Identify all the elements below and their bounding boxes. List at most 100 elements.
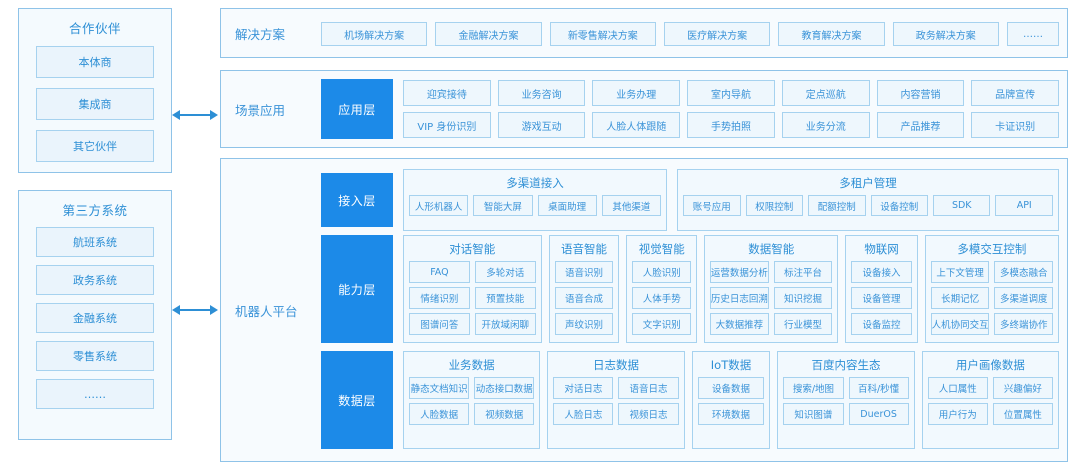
scenario-app-r1-4[interactable]: 定点巡航 [781,80,870,106]
solution-chip-1[interactable]: 金融解决方案 [435,22,542,46]
group-title: 日志数据 [592,358,639,372]
capability-chip-历史日志回溯[interactable]: 历史日志回溯 [710,287,769,309]
capability-chip-兴趣偏好[interactable]: 兴趣偏好 [992,377,1053,399]
group-title: 多租户管理 [839,176,897,190]
scenario-app-r1-1[interactable]: 业务咨询 [497,80,586,106]
capability-chip-配额控制[interactable]: 配额控制 [808,195,866,216]
capability-chip-多轮对话[interactable]: 多轮对话 [474,261,536,283]
scenario-app-r1-5[interactable]: 内容营销 [876,80,965,106]
capability-chip-设备数据[interactable]: 设备数据 [697,377,765,399]
scenario-app-r2-1[interactable]: 游戏互动 [497,112,586,138]
capability-chip-上下文管理[interactable]: 上下文管理 [930,261,990,283]
capability-chip-设备接入[interactable]: 设备接入 [851,261,912,283]
capability-chip-视频日志[interactable]: 视频日志 [618,403,679,425]
capability-chip-SDK[interactable]: SDK [933,195,991,216]
third-party-panel: 第三方系统 航班系统政务系统金融系统零售系统…… [18,190,172,440]
capability-chip-多渠道调度[interactable]: 多渠道调度 [994,287,1053,309]
capability-chip-长期记忆[interactable]: 长期记忆 [930,287,990,309]
capability-chip-多终端协作[interactable]: 多终端协作 [994,313,1053,335]
scenario-app-r1-2[interactable]: 业务办理 [592,80,681,106]
capability-chip-智能大屏[interactable]: 智能大屏 [473,195,533,216]
scenario-app-r2-5[interactable]: 产品推荐 [876,112,965,138]
third-party-item-3[interactable]: 零售系统 [36,341,154,371]
capability-chip-人形机器人[interactable]: 人形机器人 [409,195,469,216]
scenario-app-r1-3[interactable]: 室内导航 [687,80,775,106]
capability-chip-动态接口数据[interactable]: 动态接口数据 [474,377,535,399]
capability-chip-搜索/地图[interactable]: 搜索/地图 [783,377,844,399]
layer-tab-access[interactable]: 接入层 [321,173,393,227]
solution-chip-4[interactable]: 教育解决方案 [778,22,885,46]
capability-chip-设备监控[interactable]: 设备监控 [851,313,912,335]
layer-tab-capability[interactable]: 能力层 [321,235,393,343]
capability-chip-行业模型[interactable]: 行业模型 [773,313,833,335]
capability-chip-桌面助理[interactable]: 桌面助理 [537,195,597,216]
scenario-app-r2-6[interactable]: 卡证识别 [971,112,1060,138]
partners-item-list: 本体商集成商其它伙伴 [19,46,171,162]
capability-chip-图谱问答[interactable]: 图谱问答 [409,313,470,335]
group-chip-grid: 人口属性兴趣偏好用户行为位置属性 [923,377,1058,430]
solution-chip-3[interactable]: 医疗解决方案 [663,22,771,46]
capability-chip-人机协同交互[interactable]: 人机协同交互 [930,313,990,335]
group-chip-grid: 静态文档知识动态接口数据人脸数据视频数据 [404,377,539,430]
capability-chip-语音日志[interactable]: 语音日志 [618,377,679,399]
capability-chip-人脸识别[interactable]: 人脸识别 [632,261,692,283]
scenario-app-r1-0[interactable]: 迎宾接待 [403,80,491,106]
third-party-item-4[interactable]: …… [36,379,154,409]
capability-chip-标注平台[interactable]: 标注平台 [773,261,833,283]
solution-chip-5[interactable]: 政务解决方案 [892,22,999,46]
capability-chip-DuerOS[interactable]: DuerOS [848,403,909,425]
group-多渠道接入: 多渠道接入人形机器人智能大屏桌面助理其他渠道 [403,169,668,231]
layer-tab-application[interactable]: 应用层 [321,79,393,139]
capability-chip-多模态融合[interactable]: 多模态融合 [994,261,1053,283]
scenario-app-r2-2[interactable]: 人脸人体跟随 [592,112,681,138]
capability-chip-位置属性[interactable]: 位置属性 [992,403,1053,425]
capability-chip-语音识别[interactable]: 语音识别 [554,261,614,283]
capability-chip-人体手势[interactable]: 人体手势 [632,287,692,309]
scenario-app-r2-0[interactable]: VIP 身份识别 [403,112,491,138]
capability-chip-静态文档知识[interactable]: 静态文档知识 [409,377,470,399]
capability-chip-知识挖掘[interactable]: 知识挖掘 [773,287,833,309]
group-title: 数据智能 [748,242,795,256]
capability-chip-人口属性[interactable]: 人口属性 [927,377,988,399]
capability-chip-API[interactable]: API [995,195,1053,216]
scenario-app-r2-3[interactable]: 手势拍照 [687,112,775,138]
capability-chip-百科/秒懂[interactable]: 百科/秒懂 [848,377,909,399]
capability-chip-运营数据分析[interactable]: 运营数据分析 [710,261,769,283]
connector-line [179,114,211,116]
capability-chip-预置技能[interactable]: 预置技能 [474,287,536,309]
capability-chip-对话日志[interactable]: 对话日志 [553,377,614,399]
group-IoT数据: IoT数据设备数据环境数据 [691,351,771,449]
capability-chip-知识图谱[interactable]: 知识图谱 [783,403,844,425]
partner-item-0[interactable]: 本体商 [36,46,154,78]
layer-tab-data[interactable]: 数据层 [321,351,393,449]
capability-chip-用户行为[interactable]: 用户行为 [927,403,988,425]
capability-chip-账号应用[interactable]: 账号应用 [683,195,741,216]
third-party-item-1[interactable]: 政务系统 [36,265,154,295]
capability-chip-语音合成[interactable]: 语音合成 [554,287,614,309]
capability-chip-文字识别[interactable]: 文字识别 [632,313,692,335]
solution-chip-6[interactable]: …… [1006,22,1059,46]
capability-chip-设备管理[interactable]: 设备管理 [851,287,912,309]
solution-chip-0[interactable]: 机场解决方案 [321,22,428,46]
capability-chip-人脸日志[interactable]: 人脸日志 [553,403,614,425]
scenario-app-r2-4[interactable]: 业务分流 [781,112,870,138]
solution-chip-2[interactable]: 新零售解决方案 [549,22,656,46]
capability-chip-情绪识别[interactable]: 情绪识别 [409,287,470,309]
scenario-app-r1-6[interactable]: 品牌宣传 [971,80,1060,106]
capability-chip-声纹识别[interactable]: 声纹识别 [554,313,614,335]
capability-chip-其他渠道[interactable]: 其他渠道 [601,195,662,216]
capability-chip-人脸数据[interactable]: 人脸数据 [409,403,470,425]
capability-chip-FAQ[interactable]: FAQ [409,261,470,283]
capability-chip-设备控制[interactable]: 设备控制 [870,195,928,216]
capability-chip-权限控制[interactable]: 权限控制 [745,195,804,216]
partner-item-2[interactable]: 其它伙伴 [36,130,154,162]
third-party-item-0[interactable]: 航班系统 [36,227,154,257]
third-party-item-2[interactable]: 金融系统 [36,303,154,333]
partner-item-1[interactable]: 集成商 [36,88,154,120]
third-party-connector [172,300,218,320]
capability-chip-开放域闲聊[interactable]: 开放域闲聊 [474,313,536,335]
capability-chip-视频数据[interactable]: 视频数据 [474,403,535,425]
capability-chip-环境数据[interactable]: 环境数据 [697,403,765,425]
capability-chip-大数据推荐[interactable]: 大数据推荐 [710,313,769,335]
